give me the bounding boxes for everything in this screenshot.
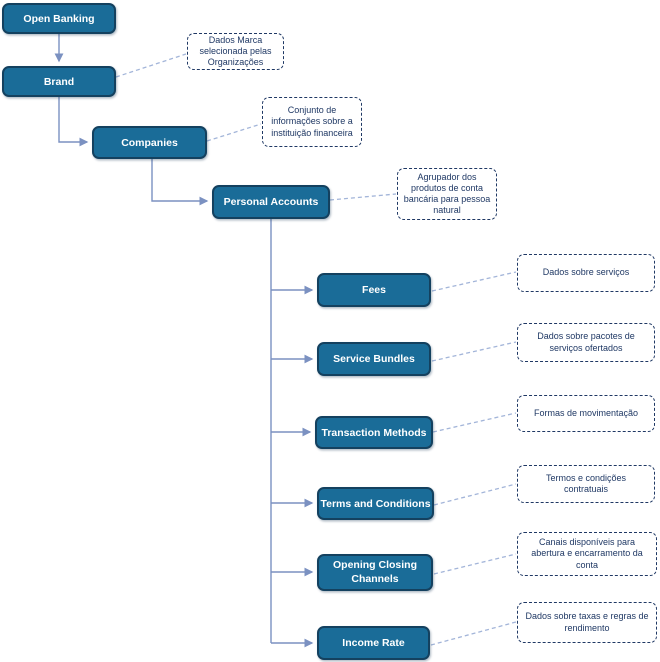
link-personal-accounts-note: [329, 193, 397, 201]
node-label: Fees: [362, 284, 386, 296]
note-opening-closing-channels: Canais disponíveis para abertura e encar…: [517, 532, 657, 576]
node-label: Personal Accounts: [223, 196, 319, 208]
link-opening-closing-channels-note: [433, 553, 517, 575]
link-brand-note: [115, 53, 187, 78]
note-text: Agrupador dos produtos de conta bancária…: [403, 171, 491, 216]
node-income-rate: Income Rate: [317, 626, 430, 660]
note-income-rate: Dados sobre taxas e regras de rendimento: [517, 602, 657, 643]
note-text: Formas de movimentação: [533, 407, 639, 418]
link-companies-note: [206, 123, 262, 142]
link-income-rate-note: [430, 621, 517, 646]
node-opening-closing-channels: Opening Closing Channels: [317, 554, 433, 591]
note-text: Dados Marca selecionada pelas Organizaçõ…: [199, 34, 272, 68]
edge-brand-companies: [58, 97, 89, 147]
node-label: Income Rate: [342, 637, 405, 649]
note-text: Canais disponíveis para abertura e encar…: [531, 537, 643, 570]
node-fees: Fees: [317, 273, 431, 307]
node-companies: Companies: [92, 126, 207, 159]
link-service-bundles-note: [431, 341, 517, 362]
node-label: Opening Closing Channels: [333, 558, 417, 585]
note-fees: Dados sobre serviços: [517, 254, 655, 292]
note-terms-and-conditions: Termos e condições contratuais: [517, 465, 655, 503]
node-label: Brand: [43, 75, 75, 88]
edge-companies-personalaccounts: [151, 159, 209, 206]
note-text: Dados sobre taxas e regras de rendimento: [525, 611, 649, 633]
note-service-bundles: Dados sobre pacotes de serviços ofertado…: [517, 323, 655, 362]
node-brand: Brand: [2, 66, 116, 97]
node-transaction-methods: Transaction Methods: [315, 416, 433, 449]
note-companies: Conjunto de informações sobre a institui…: [262, 97, 362, 147]
node-open-banking: Open Banking: [2, 3, 116, 34]
link-fees-note: [431, 271, 517, 292]
link-transaction-methods-note: [432, 412, 517, 433]
node-label: Companies: [121, 136, 178, 149]
note-personal-accounts: Agrupador dos produtos de conta bancária…: [397, 168, 497, 220]
note-transaction-methods: Formas de movimentação: [517, 395, 655, 432]
node-personal-accounts: Personal Accounts: [212, 185, 330, 219]
node-label: Terms and Conditions: [320, 497, 431, 510]
node-label: Transaction Methods: [321, 426, 427, 439]
note-text: Termos e condições contratuais: [545, 472, 627, 494]
link-terms-and-conditions-note: [433, 483, 517, 506]
node-label: Service Bundles: [333, 353, 415, 365]
note-text: Dados sobre serviços: [542, 267, 630, 278]
note-brand: Dados Marca selecionada pelas Organizaçõ…: [187, 33, 284, 70]
node-service-bundles: Service Bundles: [317, 342, 431, 376]
note-text: Conjunto de informações sobre a institui…: [271, 105, 353, 138]
node-terms-and-conditions: Terms and Conditions: [317, 487, 434, 520]
node-label: Open Banking: [23, 12, 95, 25]
note-text: Dados sobre pacotes de serviços ofertado…: [537, 331, 635, 353]
